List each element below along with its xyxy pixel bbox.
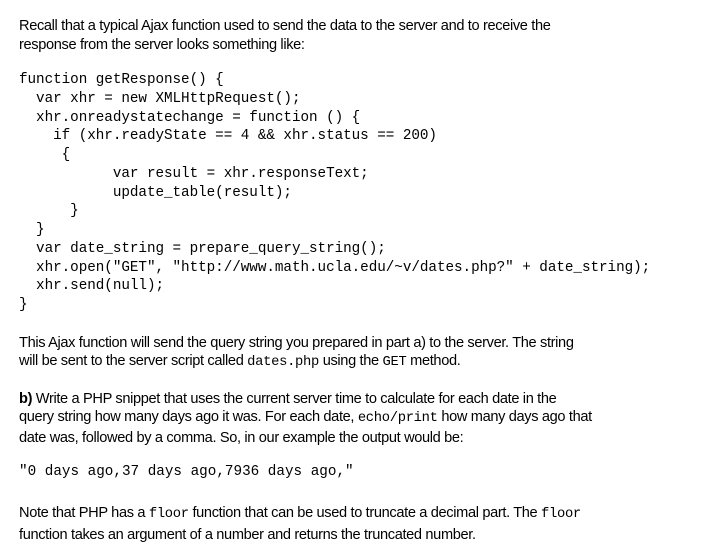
- inline-code-floor: floor: [148, 507, 189, 523]
- intro-paragraph: Recall that a typical Ajax function used…: [19, 17, 709, 54]
- text: will be sent to the server script called: [19, 353, 248, 370]
- code-line: }: [19, 297, 28, 313]
- note-line-1: Note that PHP has a floor function that …: [19, 503, 709, 525]
- code-line: }: [19, 203, 79, 220]
- note-paragraph: Note that PHP has a floor function that …: [19, 503, 709, 545]
- part-b-label: b): [19, 390, 33, 407]
- code-line: var xhr = new XMLHttpRequest();: [19, 90, 301, 107]
- ajax-explanation-paragraph: This Ajax function will send the query s…: [19, 334, 709, 373]
- part-b-paragraph: b) Write a PHP snippet that uses the cur…: [19, 390, 709, 448]
- code-line: update_table(result);: [19, 184, 292, 201]
- code-block-get-response: function getResponse() { var xhr = new X…: [19, 71, 717, 315]
- code-line: function getResponse() {: [19, 72, 224, 88]
- text: function that can be used to truncate a …: [188, 505, 542, 522]
- intro-line-2: response from the server looks something…: [19, 36, 305, 53]
- document-page: Recall that a typical Ajax function used…: [19, 17, 717, 545]
- example-output: "0 days ago,37 days ago,7936 days ago,": [19, 464, 354, 481]
- code-line: xhr.open("GET", "http://www.math.ucla.ed…: [19, 259, 651, 276]
- code-line: {: [19, 147, 71, 163]
- text: using the: [319, 353, 383, 370]
- ajax-explanation-line-1: This Ajax function will send the query s…: [19, 334, 574, 351]
- text: Write a PHP snippet that uses the curren…: [32, 390, 557, 407]
- code-line: xhr.send(null);: [19, 278, 165, 295]
- code-line: }: [19, 222, 45, 238]
- inline-code-floor: floor: [541, 507, 581, 523]
- text: Note that PHP has a: [19, 505, 149, 522]
- text: how many days ago that: [437, 409, 592, 426]
- part-b-line-1: b) Write a PHP snippet that uses the cur…: [19, 390, 709, 409]
- code-line: var date_string = prepare_query_string()…: [19, 240, 386, 257]
- code-line: xhr.onreadystatechange = function () {: [19, 109, 361, 126]
- note-line-2: function takes an argument of a number a…: [19, 527, 476, 544]
- code-line: var result = xhr.responseText;: [19, 165, 369, 182]
- inline-code-echo-print: echo/print: [357, 411, 438, 427]
- part-b-line-3: date was, followed by a comma. So, in ou…: [19, 429, 464, 446]
- text: method.: [406, 353, 461, 370]
- ajax-explanation-line-2: will be sent to the server script called…: [19, 352, 709, 373]
- text: query string how many days ago it was. F…: [19, 409, 358, 426]
- code-line: if (xhr.readyState == 4 && xhr.status ==…: [19, 128, 437, 145]
- inline-code-get: GET: [382, 355, 407, 371]
- intro-line-1: Recall that a typical Ajax function used…: [19, 18, 551, 34]
- inline-code-dates-php: dates.php: [247, 355, 319, 371]
- part-b-line-2: query string how many days ago it was. F…: [19, 408, 709, 429]
